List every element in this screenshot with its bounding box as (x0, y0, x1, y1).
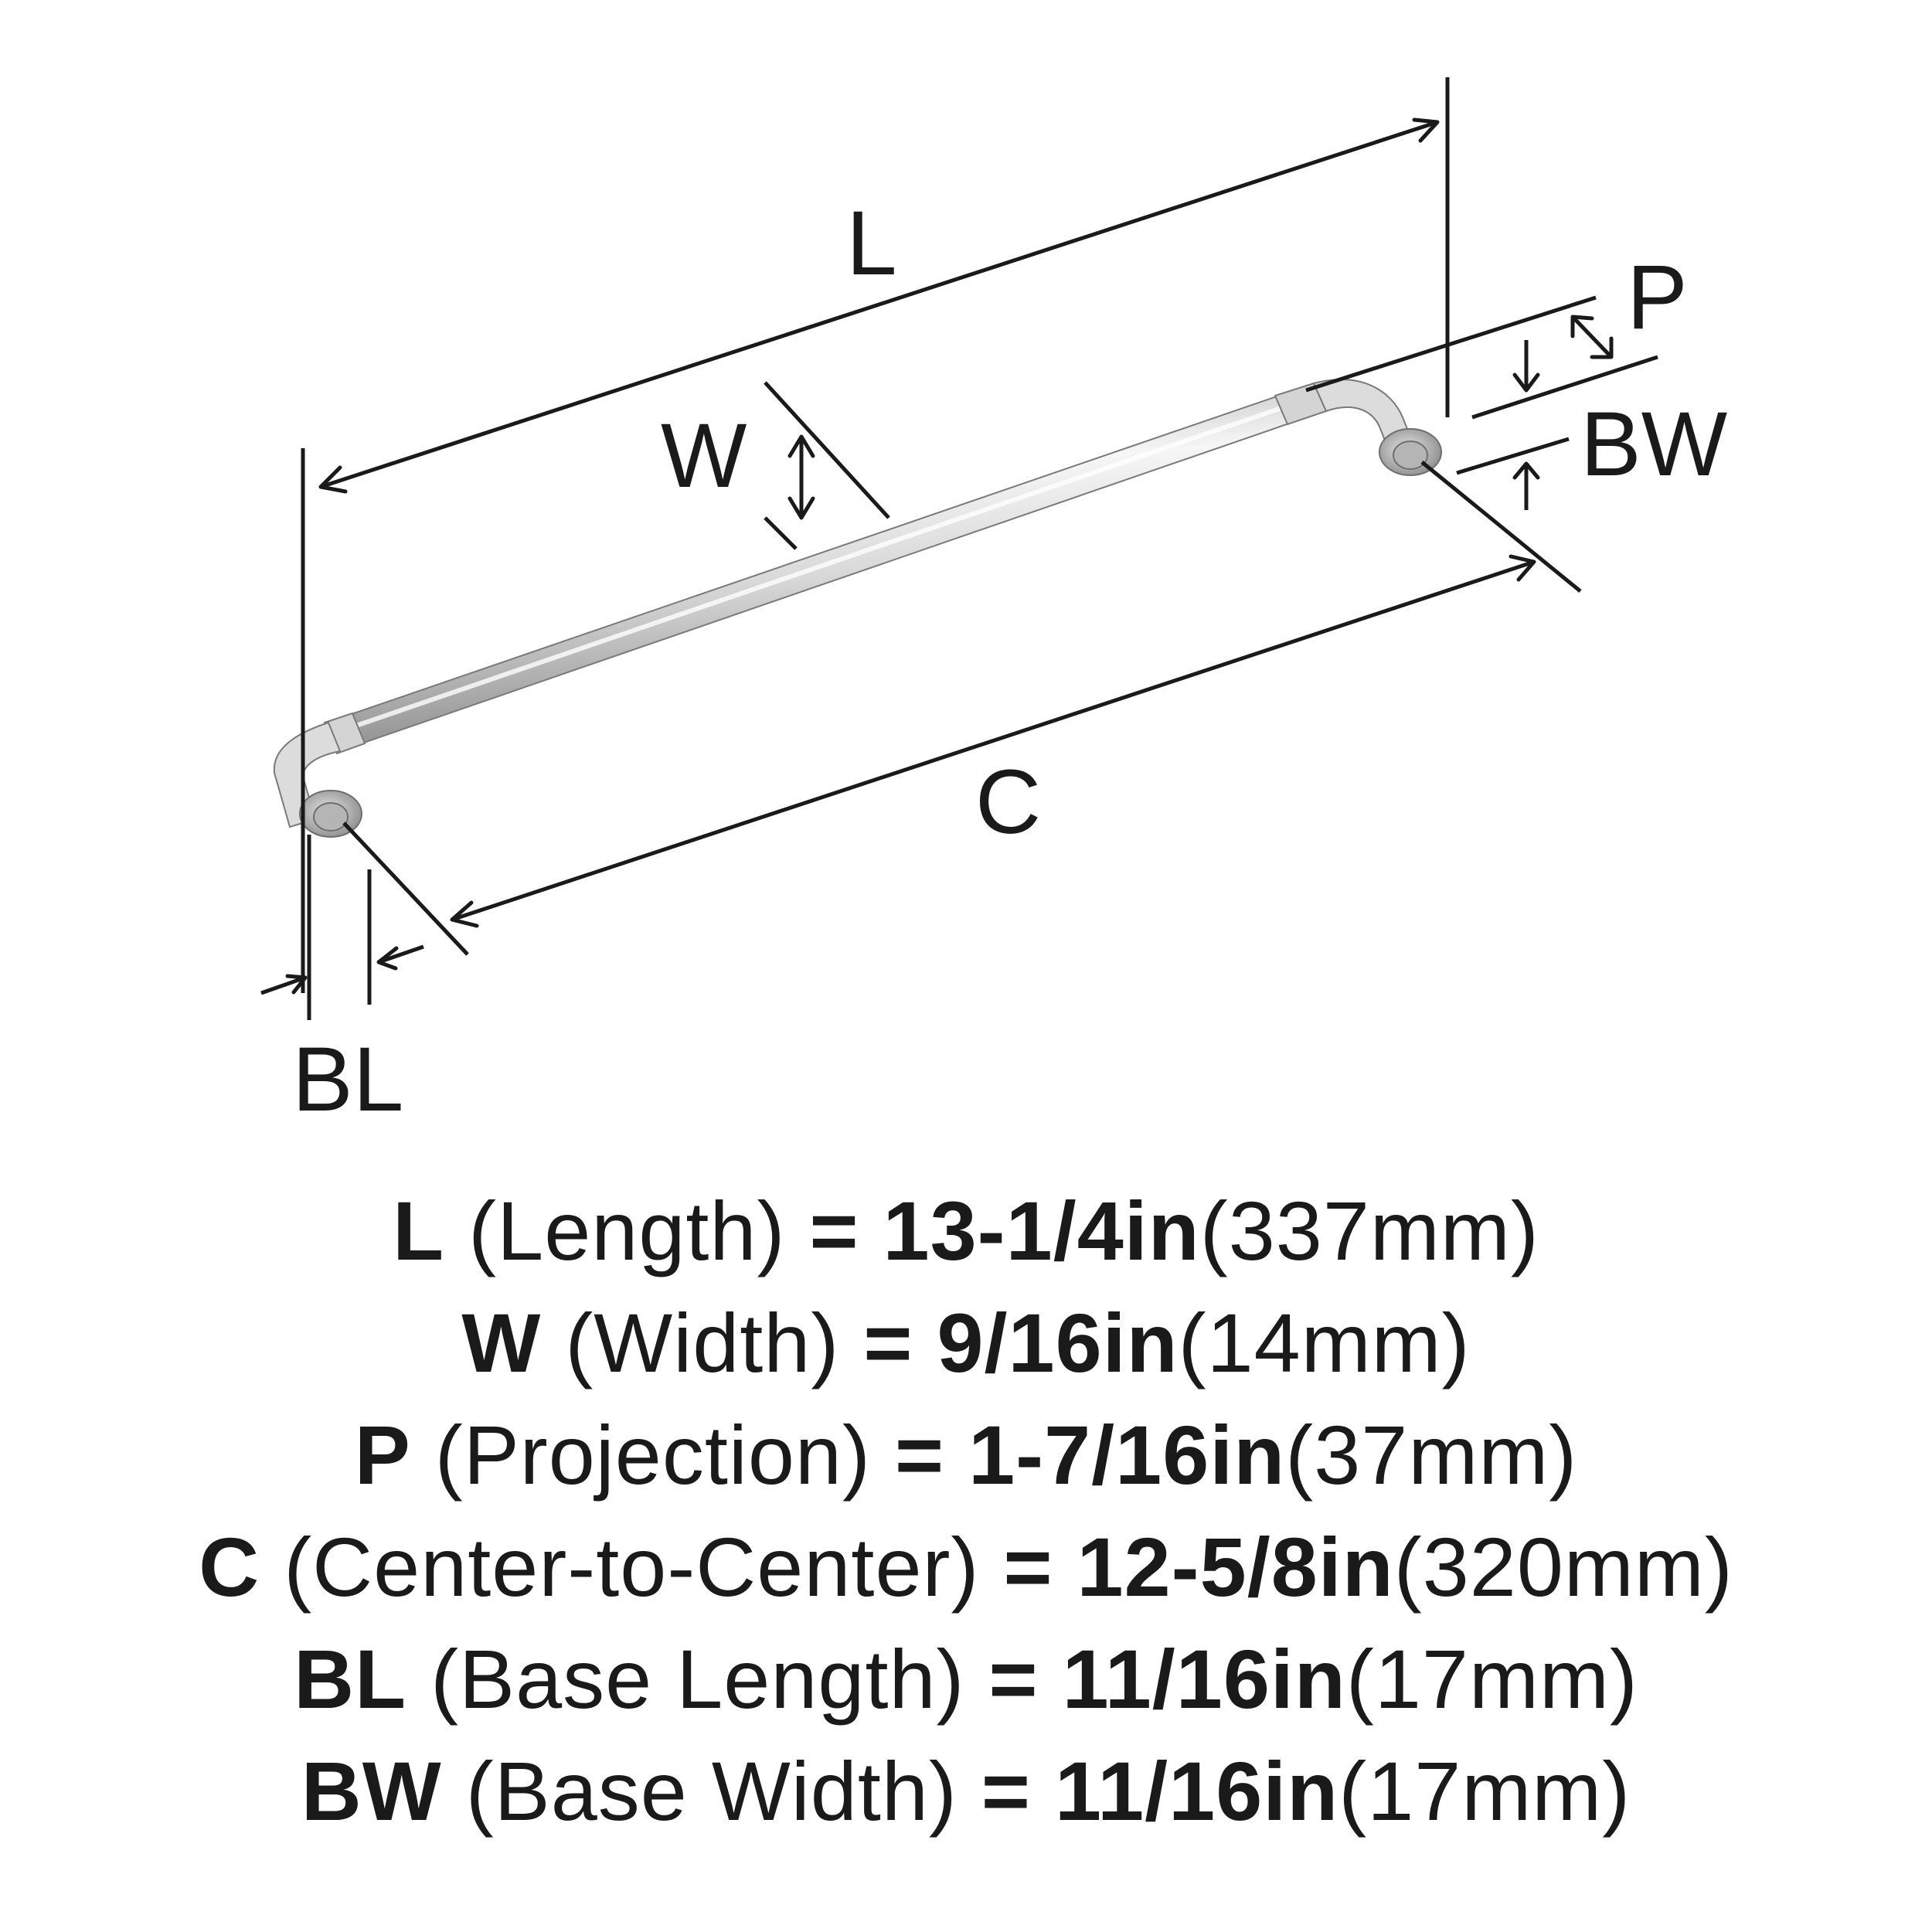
label-C: C (975, 751, 1041, 853)
spec-imperial: 9/16in (937, 1296, 1179, 1389)
dimension-length: L (301, 77, 1450, 993)
spec-equals: = (894, 1408, 945, 1502)
label-L: L (846, 192, 897, 294)
spec-metric: (320mm) (1393, 1520, 1733, 1614)
spec-metric: (14mm) (1178, 1296, 1471, 1389)
spec-metric: (337mm) (1199, 1184, 1539, 1277)
spec-code: W (461, 1296, 542, 1389)
spec-code: P (354, 1408, 411, 1502)
spec-row-center-to-center: C (Center-to-Center) = 12-5/8in(320mm) (0, 1511, 1932, 1623)
handle-dimension-diagram: L W P BW C (260, 77, 1727, 1131)
spec-code: BW (301, 1744, 442, 1838)
spec-metric: (17mm) (1338, 1744, 1631, 1838)
spec-name: (Center-to-Center) (284, 1520, 980, 1614)
dimension-width: W (661, 381, 890, 550)
spec-row-base-length: BL (Base Length) = 11/16in(17mm) (0, 1623, 1932, 1735)
pull-left-elbow (273, 721, 342, 828)
label-W: W (661, 405, 747, 507)
spec-row-length: L (Length) = 13-1/4in(337mm) (0, 1175, 1932, 1287)
label-P: P (1627, 247, 1688, 349)
spec-name: (Base Width) (465, 1744, 957, 1838)
spec-code: C (199, 1520, 260, 1614)
spec-imperial: 11/16in (1062, 1632, 1346, 1726)
spec-equals: = (981, 1744, 1031, 1838)
spec-code: L (393, 1184, 445, 1277)
dimension-base-width: BW (1456, 393, 1727, 510)
spec-equals: = (809, 1184, 859, 1277)
label-BW: BW (1580, 393, 1727, 495)
cabinet-pull-illustration (273, 379, 1442, 838)
dimension-center-to-center: C (342, 461, 1582, 956)
dimension-base-length: BL (260, 835, 424, 1131)
spec-imperial: 1-7/16in (968, 1408, 1286, 1502)
spec-equals: = (1003, 1520, 1053, 1614)
spec-metric: (37mm) (1285, 1408, 1578, 1502)
spec-imperial: 13-1/4in (883, 1184, 1200, 1277)
spec-equals: = (863, 1296, 913, 1389)
spec-row-width: W (Width) = 9/16in(14mm) (0, 1287, 1932, 1399)
spec-code: BL (294, 1632, 407, 1726)
dimension-projection: P (1305, 247, 1688, 420)
spec-row-projection: P (Projection) = 1-7/16in(37mm) (0, 1399, 1932, 1511)
spec-name: (Length) (468, 1184, 786, 1277)
spec-equals: = (988, 1632, 1039, 1726)
specification-list: L (Length) = 13-1/4in(337mm) W (Width) =… (0, 1175, 1932, 1847)
spec-name: (Projection) (434, 1408, 871, 1502)
spec-name: (Width) (565, 1296, 840, 1389)
label-BL: BL (292, 1029, 403, 1131)
spec-row-base-width: BW (Base Width) = 11/16in(17mm) (0, 1735, 1932, 1847)
spec-name: (Base Length) (430, 1632, 965, 1726)
spec-metric: (17mm) (1345, 1632, 1638, 1726)
spec-imperial: 12-5/8in (1077, 1520, 1394, 1614)
spec-imperial: 11/16in (1054, 1744, 1339, 1838)
